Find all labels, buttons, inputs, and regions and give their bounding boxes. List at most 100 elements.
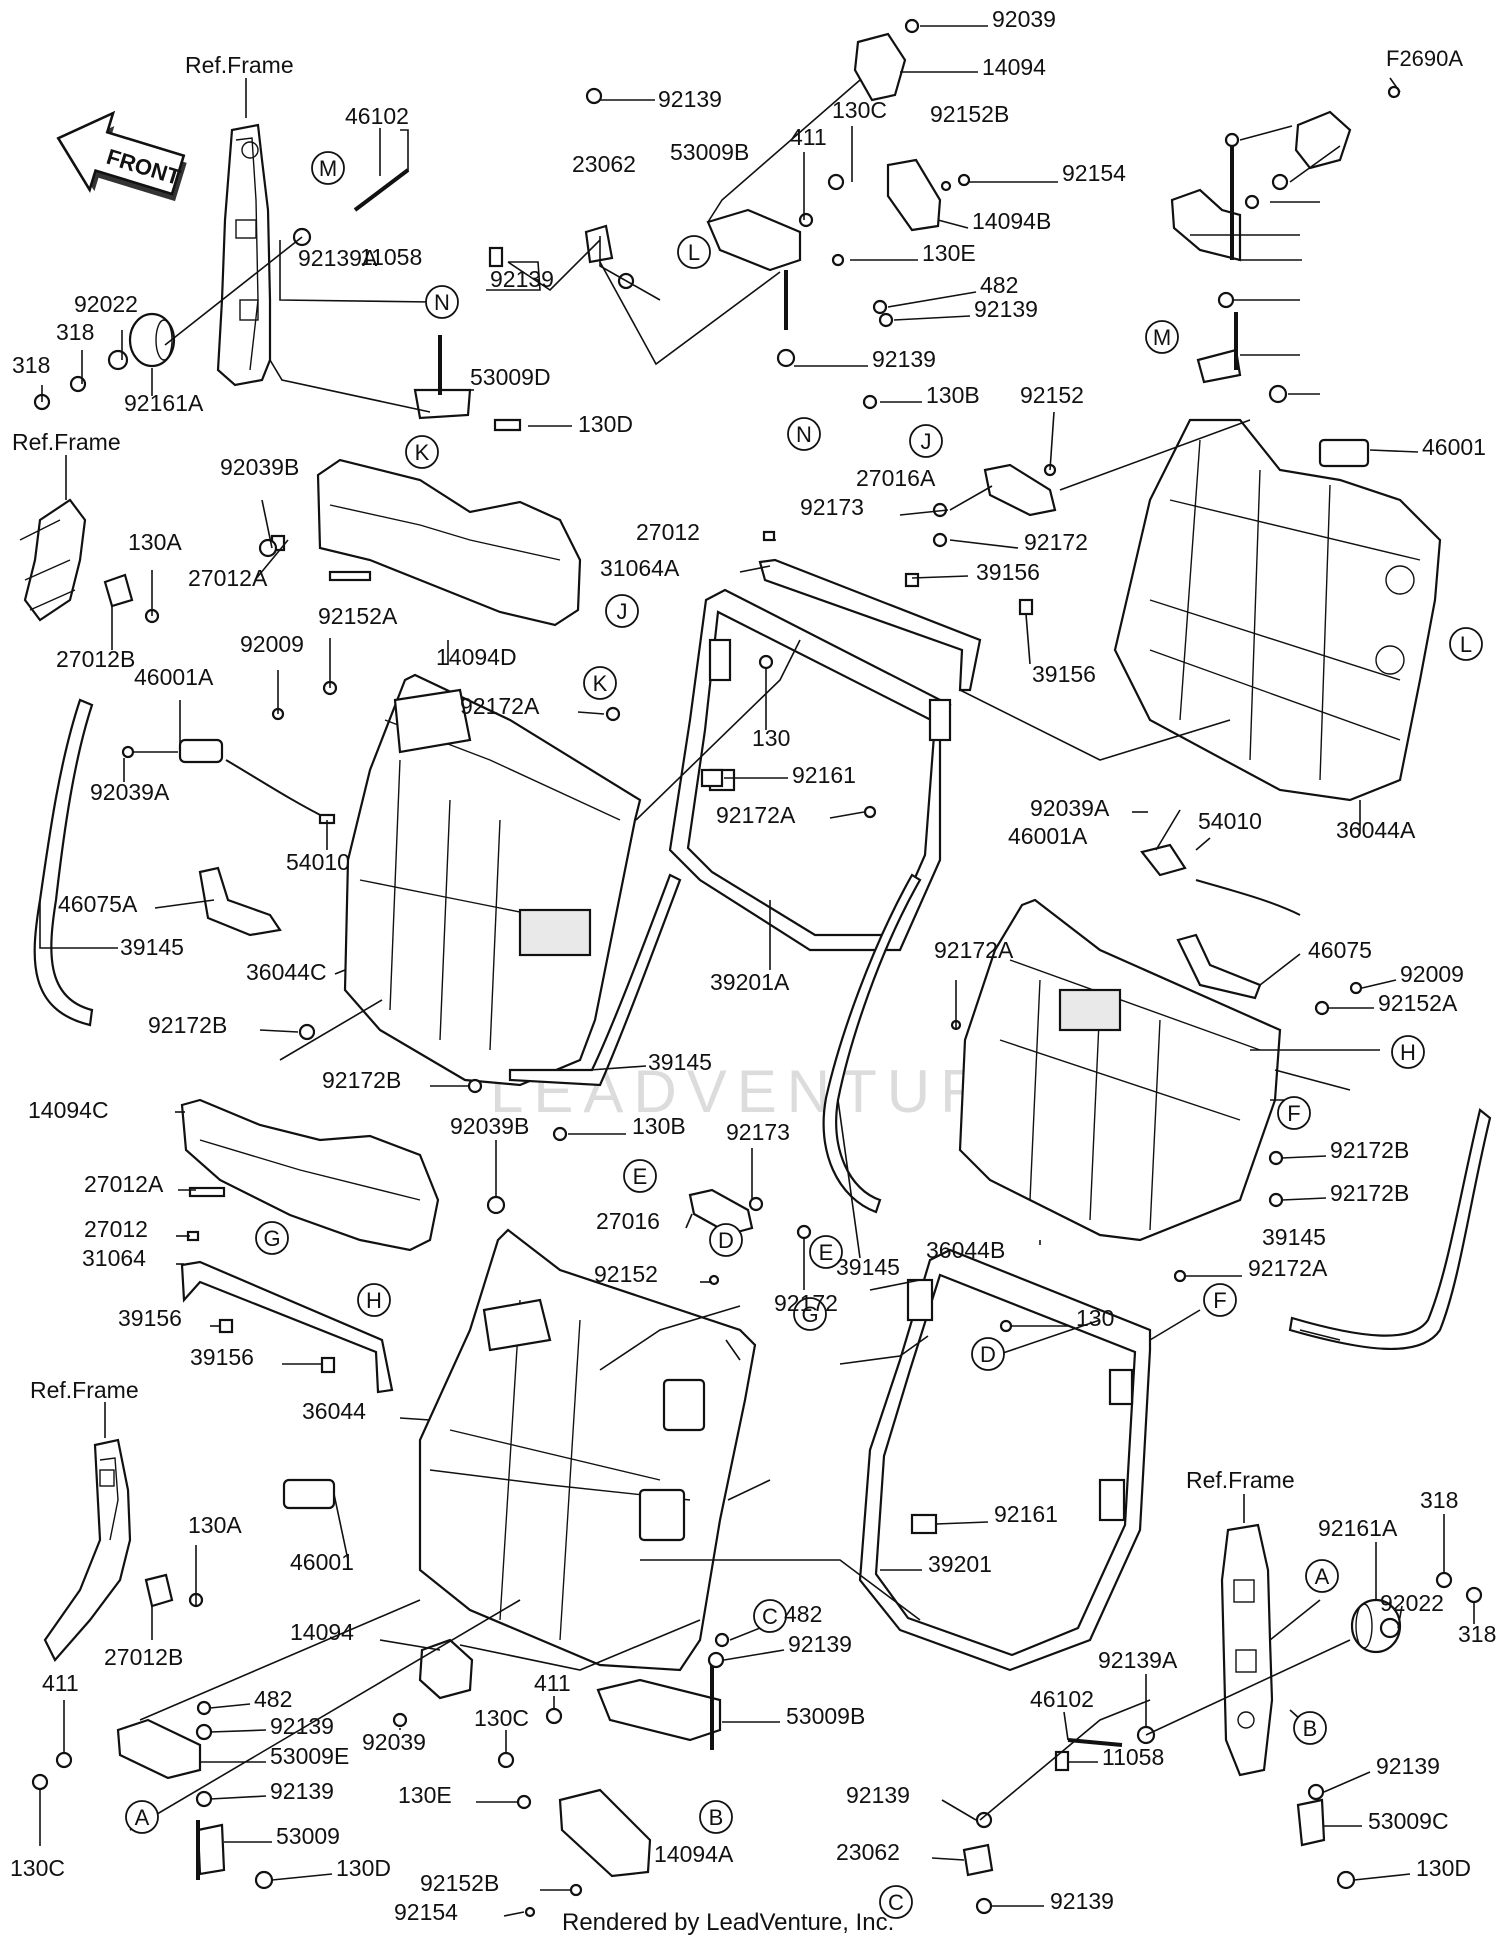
- callout-marker: A: [125, 1800, 159, 1834]
- part-label: 53009C: [1368, 1808, 1449, 1834]
- door-panel-36044C: [343, 673, 642, 1087]
- callout-marker: D: [971, 1337, 1005, 1371]
- part-label: 92172A: [1248, 1255, 1328, 1281]
- door-panel-36044A: [1113, 418, 1442, 802]
- screw-92172A-left: [605, 706, 621, 722]
- part-label: 130C: [832, 97, 887, 123]
- screw-130-left: [758, 654, 774, 670]
- part-label: 92039A: [90, 779, 170, 805]
- screw-130-right: [999, 1319, 1013, 1333]
- part-label: 36044C: [246, 959, 327, 985]
- callout-marker: D: [709, 1223, 743, 1257]
- callout-circle: [357, 1283, 391, 1317]
- callout-circle: [787, 417, 821, 451]
- part-label: 92039: [362, 1729, 426, 1755]
- callout-marker: C: [879, 1885, 913, 1919]
- part-label: 14094: [982, 54, 1046, 80]
- callout-circle: [1391, 1035, 1425, 1069]
- ref-frame-label: Ref.Frame: [1186, 1467, 1295, 1493]
- part-label: 11058: [1102, 1744, 1164, 1770]
- callout-circle: [1203, 1283, 1237, 1317]
- bracket-53009A: [1196, 312, 1288, 404]
- part-label: 130D: [578, 411, 633, 437]
- part-label: 39201A: [710, 969, 790, 995]
- part-label: 92139: [658, 86, 722, 112]
- screw-92172A-bottom: [1173, 1269, 1187, 1283]
- callout-letter: B: [709, 1805, 724, 1830]
- part-label: 14094D: [436, 644, 517, 670]
- callout-letter: F: [1213, 1288, 1226, 1313]
- callout-circle: [793, 1297, 827, 1331]
- callout-circle: [1305, 1559, 1339, 1593]
- washer-92139-top: [878, 312, 894, 328]
- handle-46075A: [198, 866, 282, 937]
- bracket-23062-bottom: [962, 1811, 994, 1915]
- part-label: 39201: [928, 1551, 992, 1577]
- part-label: 92172A: [460, 693, 540, 719]
- callout-letter: E: [633, 1164, 648, 1189]
- part-label: 92009: [1400, 961, 1464, 987]
- callout-letter: A: [1315, 1564, 1330, 1589]
- part-label: 27016A: [856, 465, 936, 491]
- part-label: 92152A: [318, 603, 398, 629]
- callout-letter: C: [888, 1890, 904, 1915]
- part-label: 92172: [1024, 529, 1088, 555]
- callout-marker: K: [405, 435, 439, 469]
- part-label: 92161: [994, 1501, 1058, 1527]
- callout-marker: N: [787, 417, 821, 451]
- part-label: 92161: [792, 762, 856, 788]
- part-label: 130D: [1416, 1855, 1471, 1881]
- door-cover-14094D: [270, 458, 582, 627]
- part-label: 27016: [596, 1208, 660, 1234]
- front-arrow: FRONT: [56, 110, 187, 202]
- latch-46001-left: [282, 1478, 336, 1510]
- callout-letter: H: [366, 1288, 382, 1313]
- seal-39145-right: [1288, 1108, 1492, 1350]
- callout-marker: F: [1203, 1283, 1237, 1317]
- part-label: 92152: [594, 1261, 658, 1287]
- footer-credit: Rendered by LeadVenture, Inc.: [562, 1909, 894, 1936]
- part-label: 130D: [336, 1855, 391, 1881]
- part-label: 92154: [394, 1899, 458, 1925]
- screw-92172B-c: [1268, 1150, 1284, 1166]
- callout-circle: [879, 1885, 913, 1919]
- part-label: 411: [42, 1670, 79, 1696]
- part-label: 92173: [726, 1119, 790, 1145]
- part-label: 92173: [800, 494, 864, 520]
- part-label: 92161A: [124, 390, 204, 416]
- part-label: 46075A: [58, 891, 138, 917]
- part-label: 53009E: [270, 1743, 349, 1769]
- seal-39145-left-door: [508, 873, 682, 1087]
- pad-39156-c: [218, 1318, 234, 1334]
- part-label: 92139A: [1098, 1647, 1178, 1673]
- callout-letter: N: [434, 290, 450, 315]
- part-label: 23062: [836, 1839, 900, 1865]
- washer-92139-top-right: [1217, 291, 1235, 309]
- hinge-53009E-bottom: [116, 1700, 213, 1808]
- callout-letter: F: [1287, 1101, 1300, 1126]
- hinge-pin-46102-bottom: [1067, 1738, 1123, 1747]
- part-label: 27012: [84, 1216, 148, 1242]
- callout-circle: [405, 435, 439, 469]
- part-label: 46001A: [134, 664, 214, 690]
- clip-27012B-bottom: [144, 1573, 174, 1608]
- part-label: 92039B: [450, 1113, 529, 1139]
- callout-circle: [583, 666, 617, 700]
- part-label: 130C: [10, 1855, 65, 1881]
- part-label: 482: [980, 272, 1018, 298]
- part-label: 39145: [648, 1049, 712, 1075]
- callout-marker: L: [677, 235, 711, 269]
- part-label: 46102: [1030, 1686, 1094, 1712]
- callout-letter: B: [1303, 1716, 1318, 1741]
- part-label: 92172B: [1330, 1180, 1409, 1206]
- callout-circle: [809, 1235, 843, 1269]
- door-panel-36044: [418, 1228, 757, 1672]
- part-label: 92152: [1020, 382, 1084, 408]
- part-label: 46001A: [1008, 823, 1088, 849]
- callout-marker: E: [623, 1159, 657, 1193]
- callout-letter: C: [762, 1604, 778, 1629]
- part-label: 27012: [636, 519, 700, 545]
- callout-circle: [753, 1599, 787, 1633]
- part-label: 92152B: [420, 1870, 499, 1896]
